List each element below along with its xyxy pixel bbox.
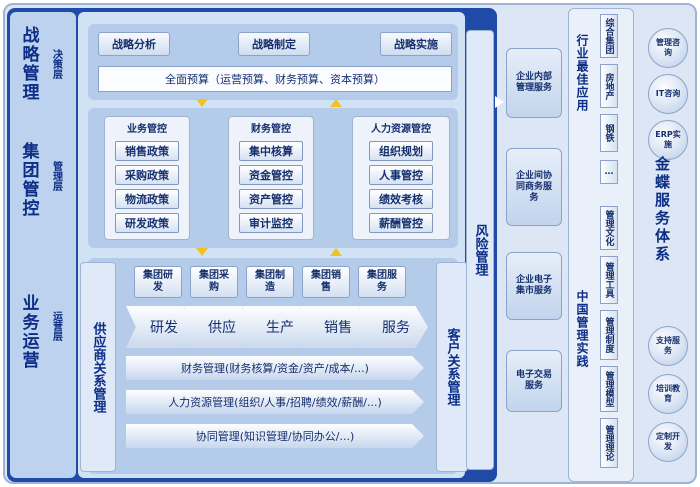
chain-step: 销售	[300, 306, 370, 348]
strategy-analysis: 战略分析	[98, 32, 170, 56]
finance-management-band: 财务管理(财务核算/资金/资产/成本/...)	[126, 356, 424, 380]
chain-step: 研发	[126, 306, 196, 348]
practice-tile: 管理模型	[600, 366, 618, 412]
service-channels: 企业内部管理服务 企业间协同商务服务 企业电子集市服务 电子交易服务	[506, 30, 562, 438]
group-service-tile: 集团服务	[358, 266, 406, 298]
operation-layer-label: 运营层	[50, 311, 62, 341]
service-circle: IT咨询	[648, 74, 688, 114]
customer-relationship-management: 客户关系管理	[436, 262, 468, 472]
arrow-up-icon	[330, 99, 342, 107]
group-purchase-tile: 集团采购	[190, 266, 238, 298]
group-control-label: 集团管控	[18, 142, 39, 218]
industry-tile: 综合集团	[600, 14, 618, 58]
chain-step: 供应	[184, 306, 254, 348]
business-control-title: 业务管控	[127, 124, 167, 135]
hr-control-box: 人力资源管控 组织规划 人事管控 绩效考核 薪酬管控	[352, 116, 450, 240]
service-circle: 定制开发	[648, 422, 688, 462]
arrow-down-icon	[196, 99, 208, 107]
channel-etrade: 电子交易服务	[506, 350, 562, 412]
business-control-box: 业务管控 销售政策 采购政策 物流政策 研发政策	[104, 116, 190, 240]
strategy-implementation: 战略实施	[380, 32, 452, 56]
service-circle: 培训教育	[648, 374, 688, 414]
comprehensive-budget: 全面预算（运营预算、财务预算、资本预算）	[98, 66, 452, 92]
practice-tile: 管理制度	[600, 310, 618, 360]
management-item: 采购政策	[115, 165, 179, 185]
strategy-label: 战略管理	[18, 26, 39, 102]
management-item: 资金管控	[239, 165, 303, 185]
management-item: 物流政策	[115, 189, 179, 209]
collaboration-management-band: 协同管理(知识管理/协同办公/...)	[126, 424, 424, 448]
service-circle: 支持服务	[648, 326, 688, 366]
service-circle: ERP实施	[648, 120, 688, 160]
industry-tile-more: …	[600, 160, 618, 184]
china-practice-title: 中国管理实践	[575, 290, 589, 368]
practice-tile: 管理工具	[600, 256, 618, 304]
finance-control-title: 财务管控	[251, 124, 291, 135]
service-circle: 管理咨询	[648, 28, 688, 68]
practice-tile: 管理理论	[600, 418, 618, 468]
industry-tile: 房地产	[600, 64, 618, 108]
management-item: 研发政策	[115, 213, 179, 233]
hr-management-band: 人力资源管理(组织/人事/招聘/绩效/薪酬/...)	[126, 390, 424, 414]
finance-control-box: 财务管控 集中核算 资金管控 资产管控 审计监控	[228, 116, 314, 240]
chain-step: 生产	[242, 306, 312, 348]
decision-layer-label: 决策层	[50, 49, 62, 79]
management-item: 集中核算	[239, 141, 303, 161]
arrow-right-icon	[495, 96, 504, 108]
group-rd-tile: 集团研发	[134, 266, 182, 298]
channel-emarket: 企业电子集市服务	[506, 252, 562, 320]
management-layer-label: 管理层	[50, 161, 62, 191]
arrow-up-icon	[330, 248, 342, 256]
channel-internal: 企业内部管理服务	[506, 48, 562, 118]
management-item: 审计监控	[239, 213, 303, 233]
industry-best-title: 行业最佳应用	[575, 34, 589, 112]
practice-tile: 管理文化	[600, 206, 618, 250]
value-chain: 研发 供应 生产 销售 服务	[126, 306, 432, 348]
strategy-formulation: 战略制定	[238, 32, 310, 56]
chain-step: 服务	[358, 306, 428, 348]
hr-control-title: 人力资源管控	[371, 124, 431, 135]
management-item: 组织规划	[369, 141, 433, 161]
group-sales-tile: 集团销售	[302, 266, 350, 298]
channel-collaboration: 企业间协同商务服务	[506, 148, 562, 226]
risk-management: 风险管理	[466, 30, 494, 470]
management-item: 薪酬管控	[369, 213, 433, 233]
management-item: 销售政策	[115, 141, 179, 161]
industry-tile: 钢铁	[600, 114, 618, 152]
arrow-down-icon	[196, 248, 208, 256]
management-item: 资产管控	[239, 189, 303, 209]
supplier-relationship-management: 供应商关系管理	[80, 262, 116, 472]
left-rail	[10, 12, 76, 478]
group-manufacture-tile: 集团制造	[246, 266, 294, 298]
management-item: 人事管控	[369, 165, 433, 185]
management-item: 绩效考核	[369, 189, 433, 209]
service-system-title: 金蝶服务体系	[653, 156, 671, 264]
operations-label: 业务运营	[18, 294, 39, 370]
